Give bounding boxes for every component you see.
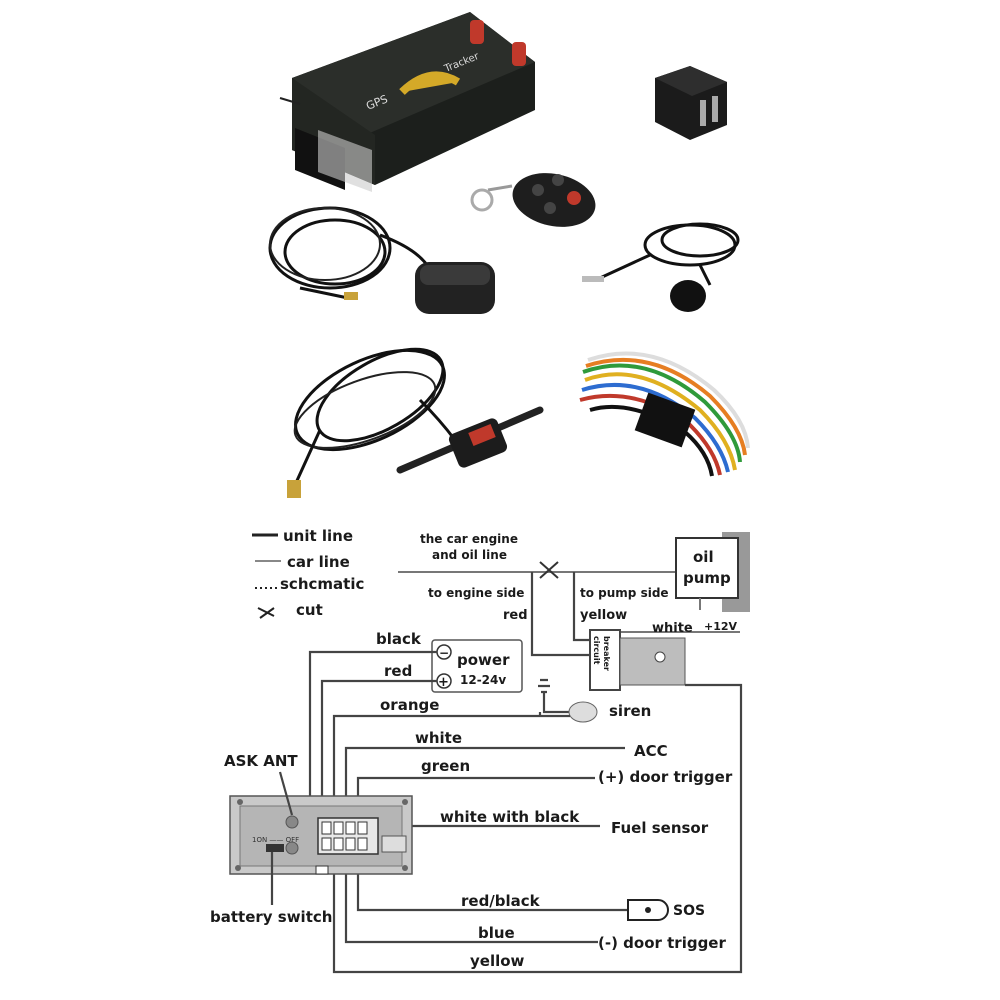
red-wire-label: red [503, 608, 528, 623]
orange-wire-label: orange [380, 696, 439, 714]
gps-antenna [268, 206, 495, 314]
power-plus-sign: + [438, 675, 449, 690]
relay [655, 66, 727, 140]
cut-icon [539, 561, 559, 579]
red-wire-label: red [384, 662, 412, 680]
circuit-breaker: circuit breaker [589, 629, 686, 691]
legend-cut: cut [296, 601, 323, 619]
power-minus-sign: − [439, 646, 449, 660]
remote-key-fob [470, 173, 596, 227]
siren-label: siren [609, 702, 651, 720]
tracker-unit-body: 1ON —— OFF [229, 795, 413, 905]
gps-tracker-unit: GPS Tracker [279, 12, 535, 192]
door-trigger-plus-label: (+) door trigger [598, 768, 733, 786]
breaker-label-2: breaker [602, 636, 611, 671]
microphone [582, 222, 740, 312]
ask-ant-label: ASK ANT [224, 752, 298, 770]
legend-car-line: car line [287, 553, 350, 571]
scissors-icon [257, 607, 275, 619]
white-wire-label-top: white [652, 621, 693, 636]
white-with-black-label: white with black [440, 808, 580, 826]
oil-pump-label-2: pump [683, 569, 731, 587]
power-voltage-label: 12-24v [460, 673, 506, 687]
legend-schematic: schcmatic [280, 575, 364, 593]
power-supply: − + power 12-24v [431, 639, 523, 693]
yellow-wire-label: yellow [470, 952, 525, 970]
product-photos: GPS Tracker [268, 12, 750, 498]
to-pump-side-label: to pump side [580, 586, 669, 600]
oil-line-title-2: and oil line [432, 548, 507, 562]
red-black-wire-label: red/black [461, 892, 541, 910]
battery-switch-label: battery switch [210, 908, 332, 926]
legend-unit-line: unit line [283, 527, 353, 545]
acc-label: ACC [634, 742, 668, 760]
plus-12v-label: +12V [704, 620, 738, 633]
switch-label: 1ON —— OFF [252, 836, 299, 844]
wire-runs: black red orange white ACC green (+) doo… [308, 630, 743, 974]
oil-pump-label-1: oil [693, 548, 714, 566]
to-engine-side-label: to engine side [428, 586, 524, 600]
door-trigger-minus-label: (-) door trigger [598, 934, 726, 952]
oil-line-title-1: the car engine [420, 532, 518, 546]
yellow-wire-label: yellow [580, 608, 627, 623]
wire-harness [579, 351, 750, 477]
wiring-diagram: unit line car line schcmatic cut the car… [210, 527, 750, 974]
fuel-sensor-label: Fuel sensor [611, 819, 709, 837]
sos-label: SOS [673, 903, 705, 919]
oil-pump-box [675, 537, 739, 599]
white-wire-label: white [415, 729, 462, 747]
oil-line-section: the car engine and oil line to engine si… [398, 532, 750, 691]
battery-switch-toggle [266, 844, 284, 852]
blue-wire-label: blue [478, 924, 515, 942]
siren: siren [538, 678, 651, 723]
gsm-antenna [287, 347, 544, 498]
green-wire-label: green [421, 757, 470, 775]
power-label: power [457, 651, 510, 669]
black-wire-label: black [376, 630, 422, 648]
legend: unit line car line schcmatic cut [252, 527, 364, 619]
sos-button: SOS [627, 899, 705, 921]
breaker-label-1: circuit [592, 636, 601, 665]
